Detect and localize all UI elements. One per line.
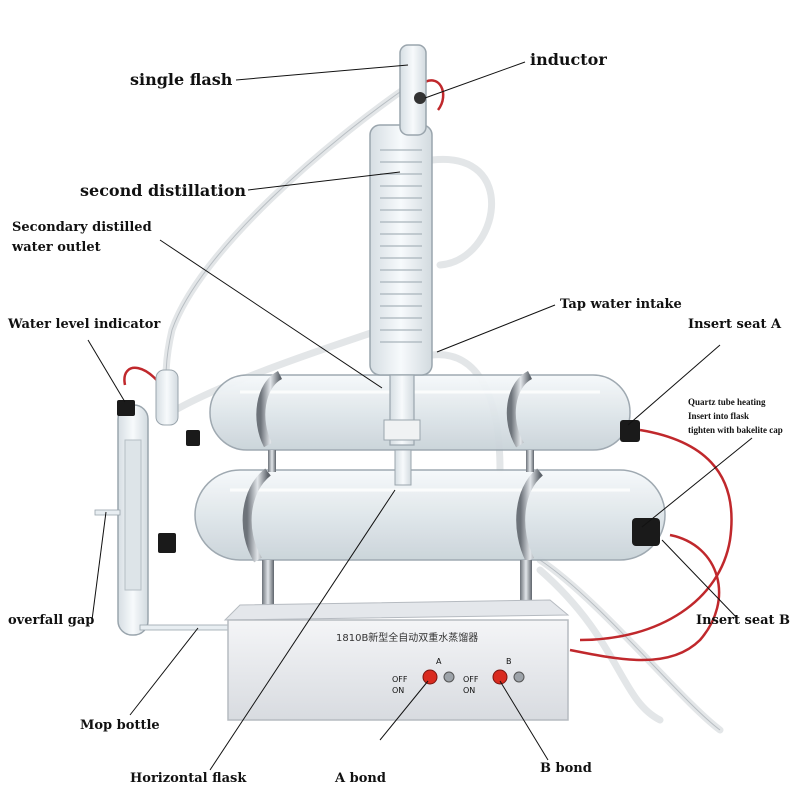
control-housing xyxy=(223,599,570,721)
level-tube xyxy=(94,369,241,636)
model-label: 1810B新型全自动双重水蒸馏器 xyxy=(336,633,479,644)
switch-b-on-label: ON xyxy=(463,686,476,695)
label-tap-water-intake: Tap water intake xyxy=(560,297,682,312)
label-quartz-line1: Quartz tube heating xyxy=(688,397,766,407)
label-secondary-outlet-line1: Secondary distilled xyxy=(12,220,152,235)
label-insert-seat-b: Insert seat B xyxy=(696,613,791,628)
switch-b-off-label: OFF xyxy=(463,675,479,684)
label-quartz-line3: tighten with bakelite cap xyxy=(688,425,783,435)
leader-lines xyxy=(87,61,753,771)
label-inductor: inductor xyxy=(530,50,607,69)
label-horizontal-flask: Horizontal flask xyxy=(130,771,247,786)
label-secondary-outlet-line2: water outlet xyxy=(12,240,101,255)
condenser-column xyxy=(369,44,433,486)
flask-clamp xyxy=(242,370,544,563)
label-single-flash: single flash xyxy=(130,70,233,89)
label-a-bond: A bond xyxy=(335,771,386,786)
label-b-bond: B bond xyxy=(540,761,592,776)
upper-flask xyxy=(186,374,640,451)
label-second-distillation: second distillation xyxy=(80,181,247,200)
label-quartz-line2: Insert into flask xyxy=(688,411,750,421)
label-mop-bottle: Mop bottle xyxy=(80,718,160,733)
label-water-level-indicator: Water level indicator xyxy=(8,317,161,332)
label-insert-seat-a: Insert seat A xyxy=(688,317,782,332)
label-overfall-gap: overfall gap xyxy=(8,613,95,628)
switch-a-letter: A xyxy=(436,657,442,666)
switch-b-letter: B xyxy=(506,657,512,666)
switch-a-off-label: OFF xyxy=(392,675,408,684)
lower-flask xyxy=(158,469,666,561)
switch-a-on-label: ON xyxy=(392,686,405,695)
support-post xyxy=(262,450,534,610)
